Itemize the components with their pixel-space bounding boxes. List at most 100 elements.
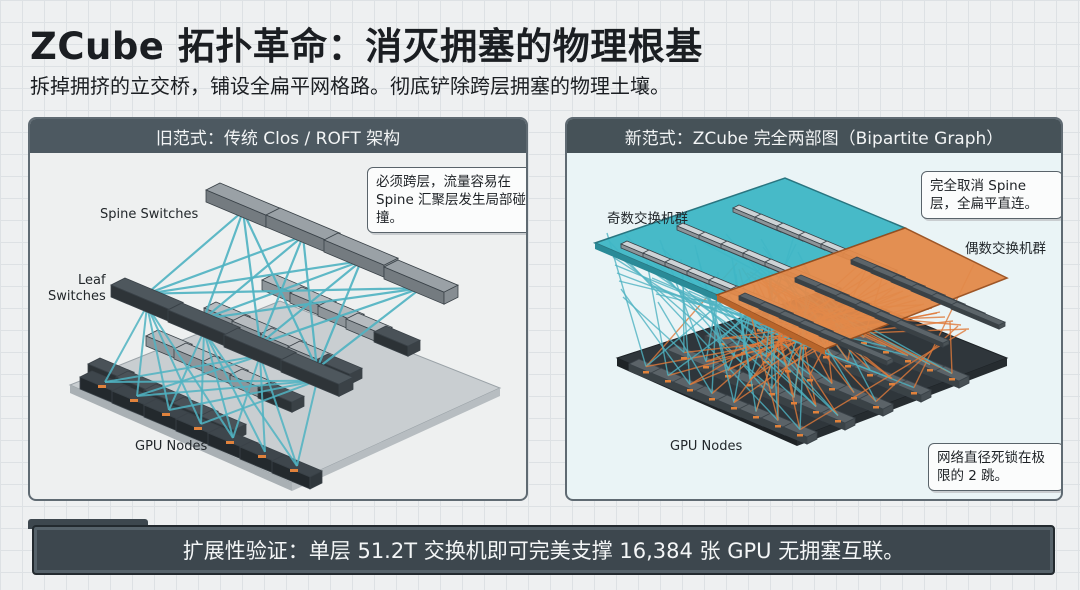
link-line-icon: [647, 261, 795, 399]
switch-icon: [280, 352, 354, 398]
gpu-status-led: [681, 357, 687, 360]
gpu-status-led: [873, 406, 879, 409]
link-line-icon: [799, 329, 967, 431]
gpu-status-led: [769, 393, 775, 396]
clos-topology-illustration: [68, 182, 502, 491]
two-hop-note: 网络直径死锁在极限的 2 跳。: [928, 443, 1061, 491]
gpu-status-led: [98, 385, 106, 388]
new-paradigm-panel: 新范式：ZCube 完全两部图（Bipartite Graph） 奇数交换机群 …: [565, 117, 1063, 501]
page-title: ZCube 拓扑革命：消灭拥塞的物理根基: [30, 25, 703, 68]
switch-icon: [950, 301, 1006, 330]
link-line-icon: [622, 296, 685, 354]
gpu-nodes-label: GPU Nodes: [135, 439, 208, 454]
link-line-icon: [316, 287, 422, 370]
gpu-node-icon: [373, 325, 421, 357]
link-line-icon: [259, 355, 298, 467]
leaf-switches-group: [110, 277, 354, 398]
gpu-status-led: [753, 416, 759, 419]
switch-icon: [383, 259, 459, 305]
link-line-icon: [315, 260, 363, 370]
link-line-icon: [146, 235, 304, 295]
gpu-status-led: [835, 420, 841, 423]
gpu-status-led: [290, 469, 298, 472]
switch-planes-group: [592, 177, 1009, 366]
link-line-icon: [104, 379, 318, 383]
gpu-status-led: [889, 383, 895, 386]
link-line-icon: [104, 354, 261, 383]
page-subtitle: 拆掉拥挤的立交桥，铺设全扁平网格路。彻底铲除跨层拥塞的物理土壤。: [30, 74, 670, 98]
right-gpu-nodes-label: GPU Nodes: [670, 439, 743, 454]
link-line-icon: [200, 330, 205, 425]
even-switch-group-label: 偶数交换机群: [965, 241, 1046, 257]
gpu-status-led: [719, 343, 725, 346]
link-line-icon: [168, 330, 205, 411]
spine-switches-label: Spine Switches: [100, 207, 199, 222]
gpu-status-led: [731, 407, 737, 410]
link-line-icon: [146, 260, 362, 295]
bipartite-topology-illustration: [592, 177, 1009, 446]
link-line-icon: [104, 305, 148, 383]
gpu-status-led: [194, 427, 202, 430]
link-line-icon: [146, 305, 234, 439]
link-line-icon: [146, 305, 202, 425]
gpu-status-led: [226, 441, 234, 444]
gpu-status-led: [709, 398, 715, 401]
link-line-icon: [200, 379, 318, 425]
gpu-status-led: [845, 365, 851, 368]
cross-layer-note: 必须跨层，流量容易在 Spine 汇聚层发生局部碰撞。: [367, 167, 526, 233]
gpu-status-led: [775, 425, 781, 428]
gpu-status-led: [829, 388, 835, 391]
bipartite-diagram: 奇数交换机群 偶数交换机群 GPU Nodes 完全取消 Spine 层，全扁平…: [567, 153, 1061, 499]
link-line-icon: [203, 330, 298, 467]
leaf-switches-label-line2: Switches: [48, 289, 106, 304]
old-paradigm-panel: 旧范式：传统 Clos / ROFT 架构 Spine Switches Lea…: [28, 117, 528, 501]
gpu-status-led: [665, 380, 671, 383]
switch-icon: [838, 337, 894, 366]
switch-icon: [894, 319, 950, 348]
link-line-icon: [657, 301, 713, 394]
link-line-icon: [259, 287, 422, 345]
gpu-status-led: [258, 455, 266, 458]
gpu-status-led: [779, 338, 785, 341]
gpu-status-led: [687, 389, 693, 392]
new-paradigm-header: 新范式：ZCube 完全两部图（Bipartite Graph）: [567, 119, 1061, 153]
gpu-status-led: [867, 374, 873, 377]
link-line-icon: [612, 256, 767, 358]
leaf-switches-label-line1: Leaf: [78, 273, 106, 288]
gpu-status-led: [905, 360, 911, 363]
gpu-status-led: [883, 351, 889, 354]
link-line-icon: [203, 330, 266, 453]
link-line-icon: [168, 379, 318, 411]
odd-switch-group-label: 奇数交换机群: [607, 211, 688, 227]
banner-tab: [28, 519, 148, 529]
gpu-status-led: [130, 399, 138, 402]
gpu-status-led: [911, 392, 917, 395]
flat-direct-note: 完全取消 Spine 层，全扁平直连。: [921, 171, 1061, 219]
old-paradigm-header: 旧范式：传统 Clos / ROFT 架构: [30, 119, 526, 153]
gpu-status-led: [162, 413, 170, 416]
gpu-status-led: [851, 397, 857, 400]
spine-switches-group: [205, 182, 459, 305]
gpu-status-led: [703, 366, 709, 369]
gpu-status-led: [861, 342, 867, 345]
link-line-icon: [146, 210, 244, 295]
link-line-icon: [136, 379, 318, 397]
gpu-status-led: [949, 378, 955, 381]
gpu-status-led: [797, 434, 803, 437]
gpu-status-led: [747, 384, 753, 387]
link-line-icon: [146, 287, 422, 295]
link-line-icon: [296, 380, 318, 467]
link-line-icon: [949, 321, 953, 374]
gpu-status-led: [643, 371, 649, 374]
link-line-icon: [259, 355, 266, 453]
gpu-status-led: [813, 411, 819, 414]
link-line-icon: [259, 260, 362, 345]
link-line-icon: [232, 355, 261, 439]
link-line-icon: [136, 354, 261, 397]
scalability-banner: 扩展性验证：单层 51.2T 交换机即可完美支撑 16,384 张 GPU 无拥…: [28, 519, 1059, 581]
link-line-icon: [203, 330, 234, 439]
clos-diagram: Spine Switches Leaf Switches GPU Nodes 必…: [30, 153, 526, 499]
link-line-icon: [203, 287, 422, 320]
gpu-status-led: [807, 379, 813, 382]
gpu-status-led: [927, 369, 933, 372]
